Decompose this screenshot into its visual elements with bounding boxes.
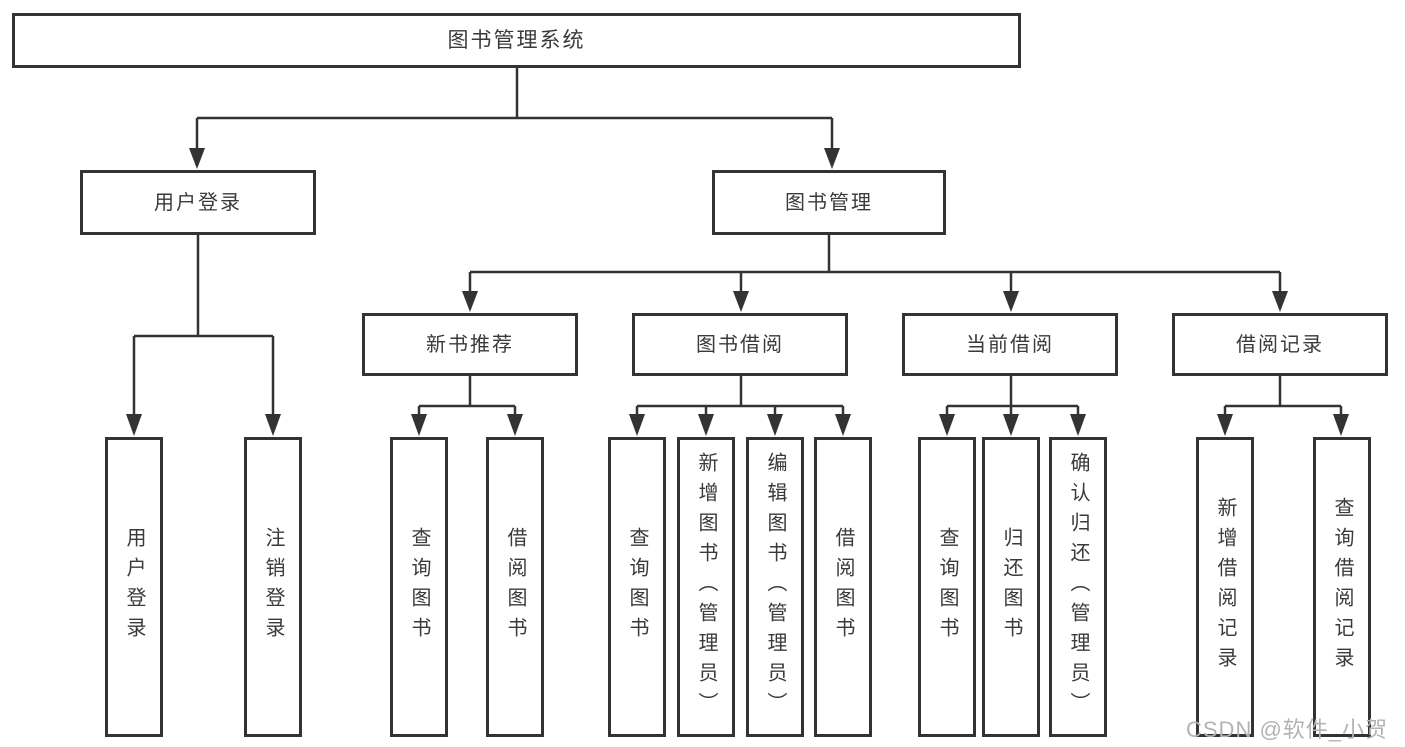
leaf-records-add-borrow-record: 新增借阅记录: [1196, 437, 1254, 737]
node-library-management-system: 图书管理系统: [12, 13, 1021, 68]
leaf-newbooks-borrow-books: 借阅图书: [486, 437, 544, 737]
leaf-borrowing-add-books-admin: 新增图书（管理员）: [677, 437, 735, 737]
leaf-records-query-borrow-record: 查询借阅记录: [1313, 437, 1371, 737]
leaf-current-query-books: 查询图书: [918, 437, 976, 737]
leaf-current-confirm-return-admin: 确认归还（管理员）: [1049, 437, 1107, 737]
node-user-login: 用户登录: [80, 170, 316, 235]
leaf-user-login: 用户登录: [105, 437, 163, 737]
leaf-current-return-books: 归还图书: [982, 437, 1040, 737]
leaf-logout: 注销登录: [244, 437, 302, 737]
leaf-borrowing-query-books: 查询图书: [608, 437, 666, 737]
leaf-newbooks-query-books: 查询图书: [390, 437, 448, 737]
node-current-borrowing: 当前借阅: [902, 313, 1118, 376]
leaf-borrowing-borrow-books: 借阅图书: [814, 437, 872, 737]
csdn-watermark: CSDN @软件_小贺同学: [1186, 717, 1389, 742]
node-book-borrowing: 图书借阅: [632, 313, 848, 376]
leaf-borrowing-edit-books-admin: 编辑图书（管理员）: [746, 437, 804, 737]
node-borrowing-records: 借阅记录: [1172, 313, 1388, 376]
node-book-management: 图书管理: [712, 170, 946, 235]
node-new-book-recommendation: 新书推荐: [362, 313, 578, 376]
